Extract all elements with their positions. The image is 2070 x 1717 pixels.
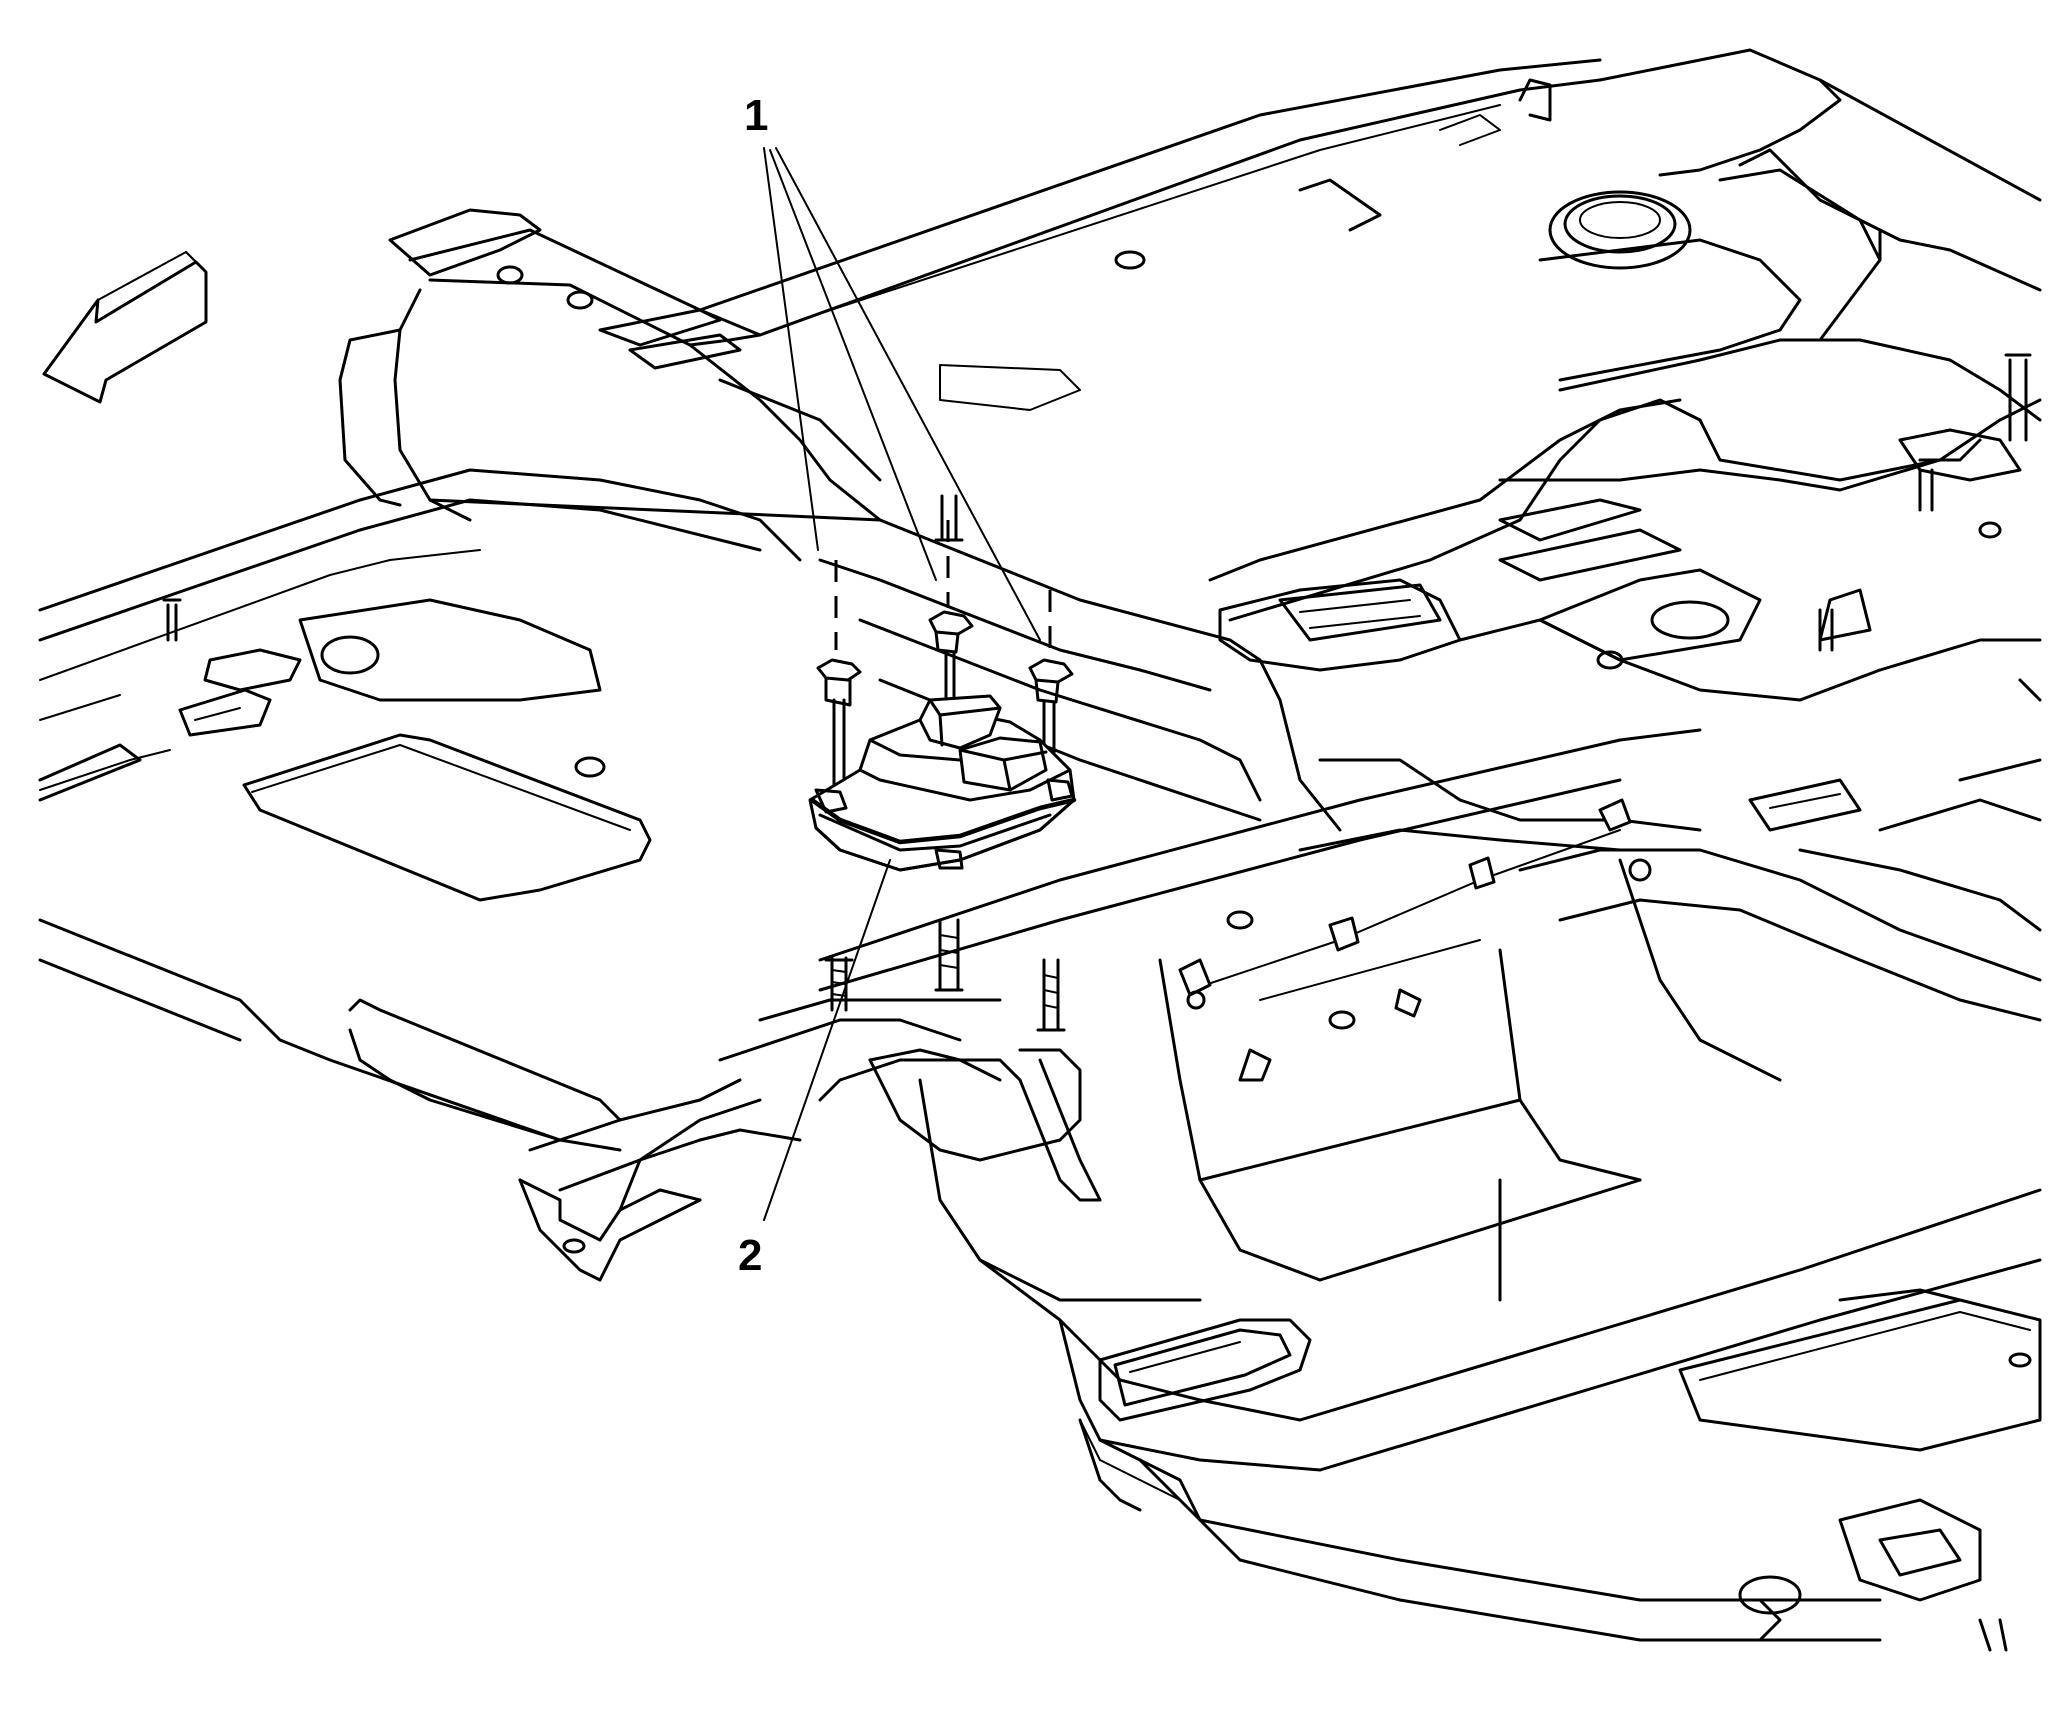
nut-left — [816, 560, 862, 1012]
left-seat-riser — [338, 208, 1081, 522]
rear-floor-pan — [918, 1078, 2042, 1652]
left-underside — [348, 998, 1002, 1282]
left-floor-pan — [38, 468, 802, 1152]
nut-right — [1028, 590, 1074, 1032]
right-slots — [1748, 758, 2042, 932]
center-tunnel — [818, 518, 2042, 1282]
callout-2-label: 2 — [738, 1231, 762, 1280]
restraint-module — [808, 694, 1077, 872]
cross-member — [1218, 438, 2042, 702]
module-mount-bracket — [718, 998, 1102, 1202]
center-rails — [698, 58, 1602, 337]
right-floor-pan — [1208, 48, 2042, 622]
front-direction-arrow-icon — [42, 251, 208, 404]
callout-leaders — [763, 147, 1041, 1221]
callout-1-label: 1 — [744, 91, 768, 140]
